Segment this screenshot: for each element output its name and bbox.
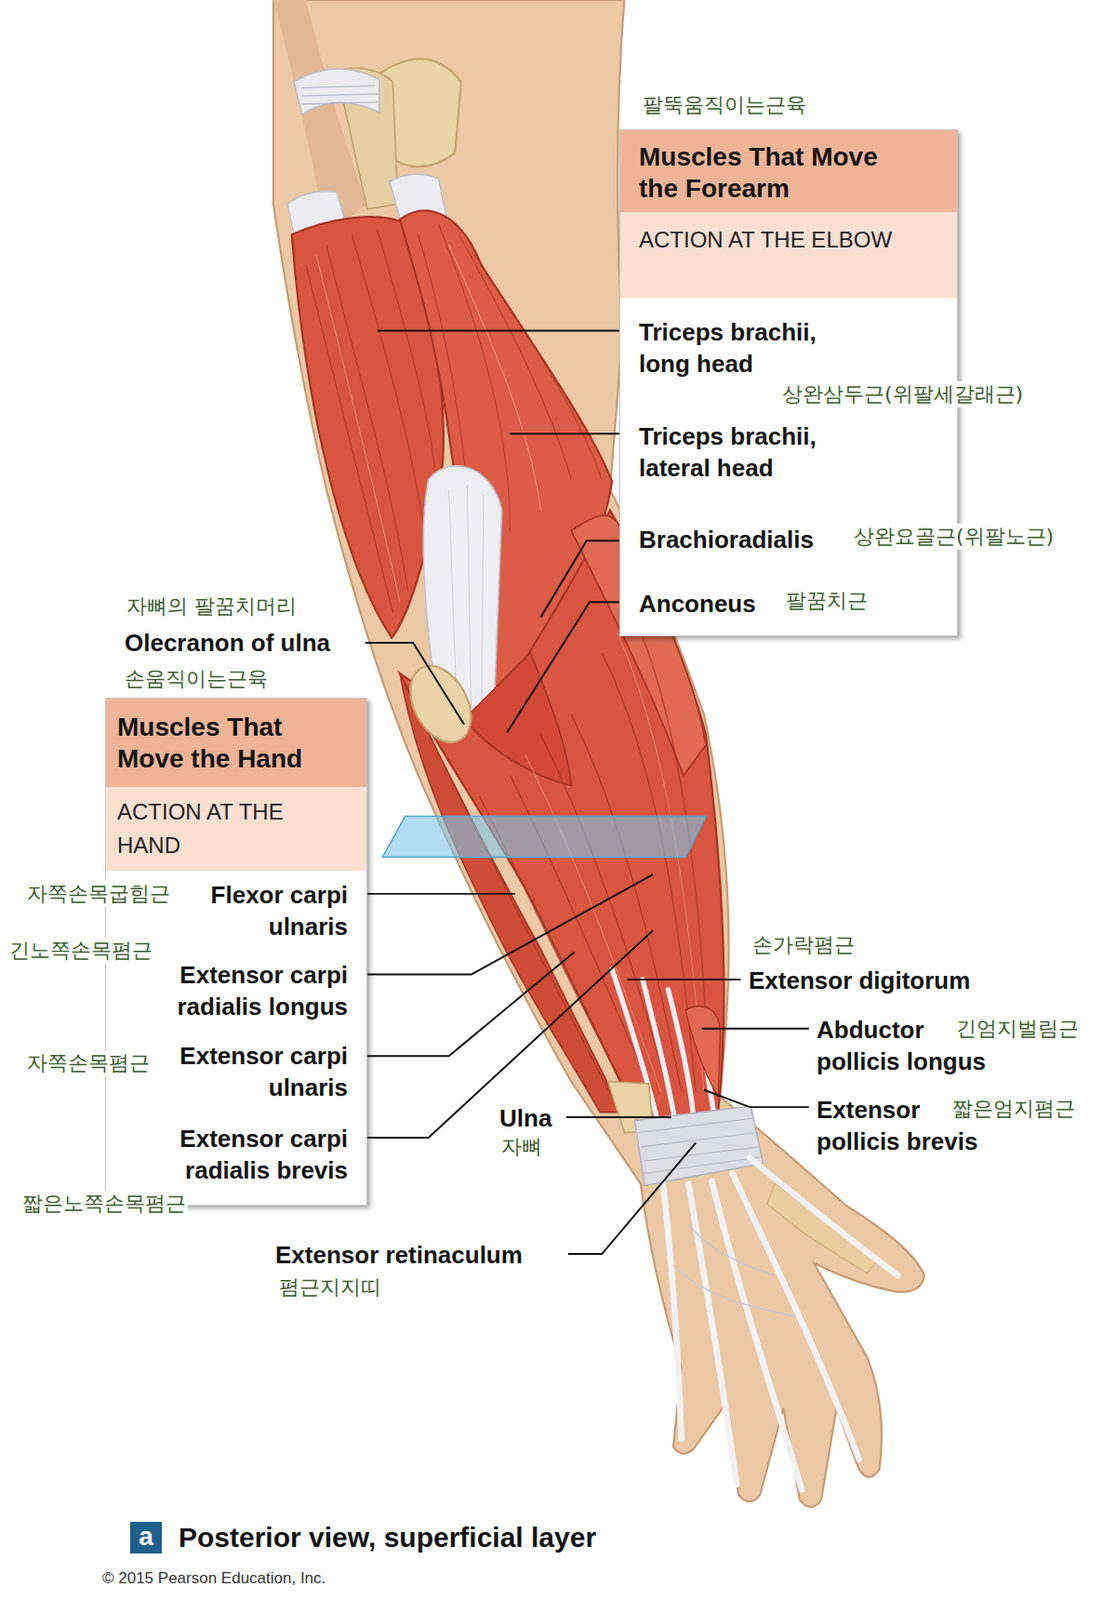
korean-heading: 손움직이는근육 <box>122 665 270 692</box>
korean-term: 자쪽손목폄근 <box>25 1049 152 1077</box>
muscle-name: Extensor carpi radialis brevis <box>126 1122 348 1186</box>
muscle-name: Anconeus <box>638 587 757 620</box>
muscle-name: Brachioradialis <box>638 523 814 556</box>
figure-caption: Posterior view, superficial layer <box>178 1520 597 1555</box>
muscle-name: Triceps brachii, lateral head <box>638 420 863 484</box>
korean-term: 자쪽손목굽힘근 <box>25 880 173 907</box>
korean-term: 긴노쪽손목폄근 <box>7 937 155 964</box>
korean-heading: 팔뚝움직이는근육 <box>640 92 809 119</box>
korean-term: 짧은노쪽손목폄근 <box>20 1190 188 1217</box>
korean-term: 자뼈의 팔꿈치머리 <box>124 593 299 620</box>
panel-letter: a <box>130 1521 162 1554</box>
part-label: Abductor pollicis longus <box>816 1013 1003 1077</box>
muscle-name: Extensor carpi radialis longus <box>126 958 348 1023</box>
muscle-name: Extensor carpi ulnaris <box>126 1039 348 1103</box>
part-label: Extensor retinaculum <box>275 1238 523 1271</box>
korean-term: 폄근지지띠 <box>277 1274 384 1301</box>
korean-term: 자뼈 <box>499 1133 545 1160</box>
korean-term: 상완요골근(위팔노근) <box>851 523 1056 550</box>
copyright-note: © 2015 Pearson Education, Inc. <box>102 1567 326 1589</box>
table-subheading: ACTION AT THE HAND <box>117 795 350 863</box>
table-subheading: ACTION AT THE ELBOW <box>638 223 918 257</box>
korean-term: 긴엄지벌림근 <box>954 1015 1081 1042</box>
korean-term: 짧은엄지폄근 <box>950 1095 1077 1122</box>
muscle-name: Triceps brachii, long head <box>638 316 863 380</box>
table-heading: Muscles That Move the Forearm <box>638 141 918 205</box>
part-label: Ulna <box>499 1102 552 1134</box>
korean-term: 상완삼두근(위팔세갈래근) <box>780 381 1025 408</box>
korean-term: 손가락폄근 <box>750 931 857 958</box>
table-band <box>620 212 957 298</box>
table-band <box>106 698 367 787</box>
korean-term: 팔꿈치근 <box>783 587 870 614</box>
table-heading: Muscles That Move the Hand <box>117 711 346 775</box>
part-label: Olecranon of ulna <box>124 626 331 659</box>
part-label: Extensor digitorum <box>748 964 970 997</box>
